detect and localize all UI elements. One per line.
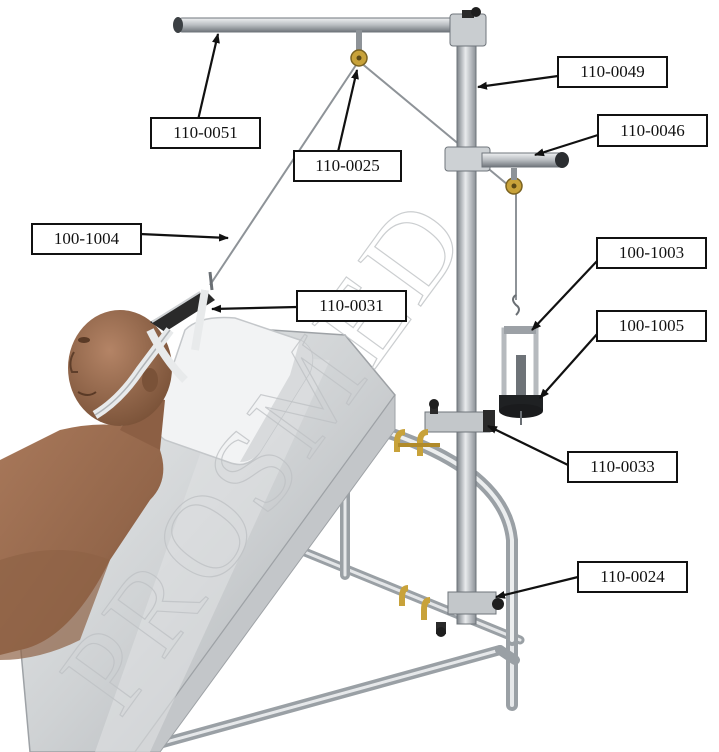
pillow <box>154 316 314 466</box>
lower-clamp <box>399 585 504 637</box>
leader-110-0046 <box>534 133 599 157</box>
leader-110-0024 <box>495 575 579 599</box>
leader-100-1005 <box>539 332 599 399</box>
label-110-0051: 110-0051 <box>150 117 261 149</box>
weight-hanger <box>501 294 539 403</box>
leader-110-0033 <box>487 425 569 466</box>
label-110-0025: 110-0025 <box>293 150 402 182</box>
top-pulley <box>350 30 368 67</box>
label-110-0033: 110-0033 <box>567 451 678 483</box>
leader-110-0031 <box>211 304 298 313</box>
leader-110-0051 <box>196 33 220 121</box>
label-100-1003: 100-1003 <box>596 237 707 269</box>
leader-110-0025 <box>336 69 359 153</box>
leader-lines <box>139 33 599 599</box>
leader-100-1004 <box>139 232 229 242</box>
label-100-1004: 100-1004 <box>31 223 142 255</box>
patient <box>0 310 172 660</box>
label-110-0031: 110-0031 <box>296 290 407 322</box>
bed-frame <box>125 424 525 752</box>
top-bar <box>173 7 487 47</box>
label-100-1005: 100-1005 <box>596 310 707 342</box>
upright-pole <box>456 31 477 625</box>
label-110-0046: 110-0046 <box>597 114 708 147</box>
side-arm <box>444 146 569 195</box>
label-110-0024: 110-0024 <box>577 561 688 593</box>
weight-disc <box>499 395 543 425</box>
head-halter <box>92 289 215 419</box>
leader-100-1003 <box>531 259 599 331</box>
label-110-0049: 110-0049 <box>557 56 668 88</box>
leader-110-0049 <box>477 74 559 90</box>
